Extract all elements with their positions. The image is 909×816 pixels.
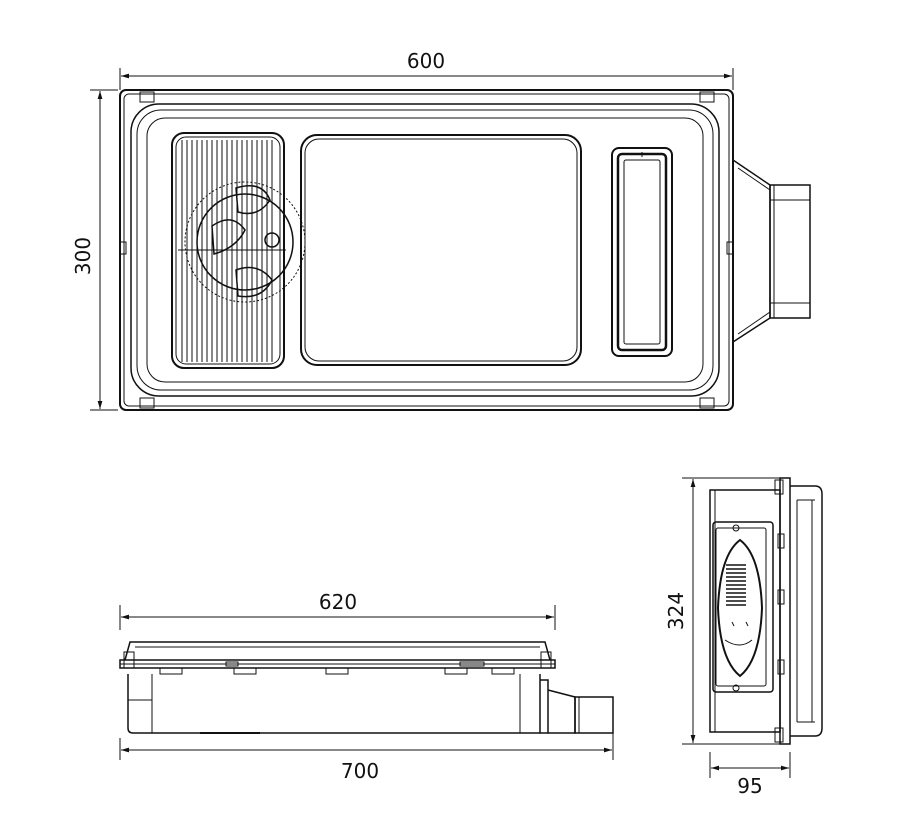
dim-front-width: 620 (119, 590, 556, 630)
dim-side-height: 324 (664, 477, 790, 745)
dim-label-95: 95 (737, 774, 762, 798)
dim-label-700: 700 (341, 759, 379, 783)
light-panel (300, 134, 582, 366)
front-view: 620 700 (119, 590, 614, 783)
dim-top-width: 600 (119, 49, 734, 90)
fan-grille (171, 132, 306, 369)
top-view: 600 300 (71, 49, 811, 411)
dim-label-620: 620 (319, 590, 357, 614)
dim-label-600: 600 (407, 49, 445, 73)
dim-front-total: 700 (119, 712, 614, 783)
dim-side-depth: 95 (709, 752, 791, 798)
top-inner-panel (130, 103, 720, 397)
dim-label-300: 300 (71, 237, 95, 275)
dim-top-height: 300 (71, 89, 118, 411)
duct-outlet (732, 159, 811, 343)
dim-label-324: 324 (664, 592, 688, 630)
side-view: 324 95 (664, 477, 823, 798)
side-outlet-panel (712, 521, 774, 693)
heater-strip (611, 147, 673, 357)
